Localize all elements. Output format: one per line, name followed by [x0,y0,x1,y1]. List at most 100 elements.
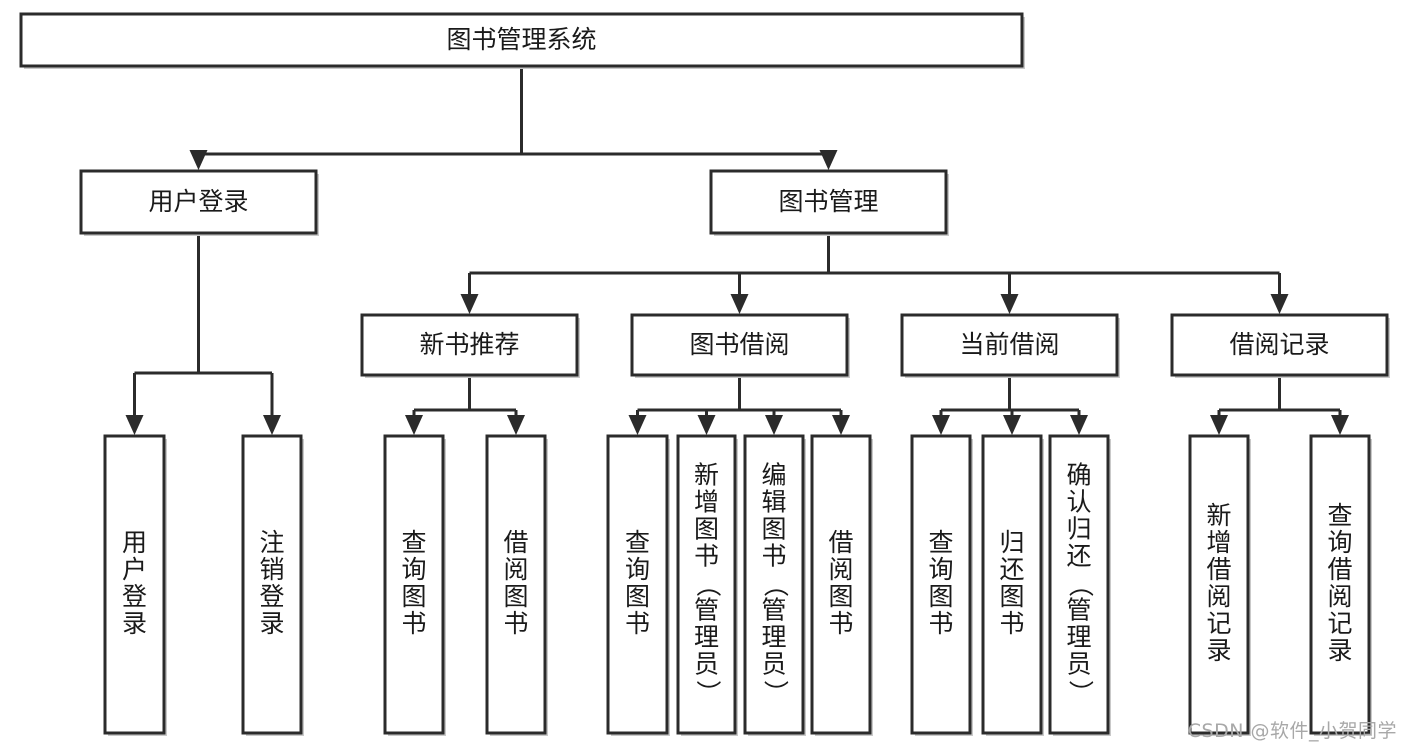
node-label-char: 登 [122,582,147,611]
node-user-login[interactable]: 用户登录 [79,169,319,236]
node-label-char: 注 [259,528,284,557]
node-label-char: 确 [1066,461,1091,490]
node-label-char: 增 [694,488,719,517]
node-label-char: 管 [761,596,786,625]
node-box-leaf-query-book-cur[interactable] [910,434,972,735]
node-label-char: 书 [999,609,1024,638]
node-leaf-user-login[interactable]: 用户登录 [103,434,167,736]
edge-arrowhead [189,150,208,170]
edge-arrowhead [697,415,716,435]
edge-arrowhead [1210,415,1228,435]
node-label-char: 借 [503,528,528,557]
edge-arrowhead [1003,415,1021,435]
node-label-char: 还 [999,555,1024,584]
node-label-book-borrow: 图书借阅 [689,330,789,359]
edge-arrowhead [832,415,850,435]
node-label-char: 借 [1327,555,1352,584]
node-box-borrow-record[interactable] [1170,313,1389,377]
node-label-new-book-rec: 新书推荐 [419,330,519,359]
node-box-leaf-edit-book[interactable] [743,434,805,735]
node-box-leaf-confirm-return[interactable] [1048,434,1110,735]
node-current-borrow[interactable]: 当前借阅 [900,313,1120,378]
node-box-leaf-borrow-book[interactable] [810,434,872,735]
edge-group-borrow-record [1210,375,1349,435]
node-label-char: 图 [694,515,719,544]
node-label-char: 员 [1066,650,1091,679]
node-box-leaf-query-book-rec[interactable] [383,434,445,735]
node-box-leaf-query-borrow-rec[interactable] [1309,434,1371,735]
node-box-book-borrow[interactable] [630,313,849,377]
edge-arrowhead [405,415,423,435]
node-book-borrow[interactable]: 图书借阅 [630,313,850,378]
edge-arrowhead [628,415,647,435]
node-label-char: 询 [928,555,953,584]
node-label-current-borrow: 当前借阅 [959,330,1059,359]
node-label-char: 新 [1206,501,1231,530]
node-label-char: 辑 [761,488,786,517]
node-box-leaf-borrow-book-rec[interactable] [485,434,547,735]
node-box-current-borrow[interactable] [900,313,1119,377]
node-label-char: 记 [1327,609,1352,638]
node-borrow-record[interactable]: 借阅记录 [1170,313,1390,378]
edge-arrowhead [730,294,749,314]
node-label-char: 查 [401,528,426,557]
node-box-leaf-add-book[interactable] [676,434,737,735]
node-new-book-rec[interactable]: 新书推荐 [360,313,580,378]
node-root[interactable]: 图书管理系统 [19,12,1025,69]
node-book-manage[interactable]: 图书管理 [709,169,949,236]
node-label-char: （ [761,572,790,597]
node-box-leaf-user-logout[interactable] [241,434,303,735]
node-box-book-manage[interactable] [709,169,948,235]
node-label-char: 图 [999,582,1024,611]
node-label-char: 图 [625,582,650,611]
node-label-char: 归 [999,528,1024,557]
node-label-char: 归 [1066,515,1091,544]
edge-group-user-login [125,233,281,435]
edge-arrowhead [1270,294,1289,314]
node-label-char: 书 [761,542,786,571]
node-label-char: 询 [625,555,650,584]
node-box-user-login[interactable] [79,169,318,235]
node-label-char: 员 [761,650,786,679]
node-box-leaf-return-book[interactable] [981,434,1043,735]
node-label-char: 图 [503,582,528,611]
node-label-char: 认 [1066,488,1091,517]
node-box-leaf-user-login[interactable] [103,434,166,735]
edge-arrowhead [765,415,783,435]
node-box-new-book-rec[interactable] [360,313,579,377]
node-label-char: 阅 [1206,582,1231,611]
node-label-char: 阅 [1327,582,1352,611]
node-label-char: 登 [259,582,284,611]
node-label-char: 编 [761,461,786,490]
node-box-leaf-add-borrow-rec[interactable] [1188,434,1250,735]
nodes-layer: 图书管理系统用户登录图书管理新书推荐图书借阅当前借阅借阅记录用户登录注销登录查询… [19,12,1390,736]
node-box-root[interactable] [19,12,1024,68]
node-label-user-login: 用户登录 [148,187,248,216]
node-label-char: 管 [1066,596,1091,625]
edge-arrowhead [1070,415,1088,435]
node-label-char: 书 [401,609,426,638]
edge-group-current-borrow [932,375,1088,435]
edge-arrowhead [1000,294,1019,314]
node-label-char: ） [761,680,790,705]
node-label-char: （ [694,572,723,597]
node-label-borrow-record: 借阅记录 [1229,330,1329,359]
node-label-char: 记 [1206,609,1231,638]
edge-group-book-manage [460,233,1289,314]
node-label-char: 图 [401,582,426,611]
node-box-leaf-query-book-borrow[interactable] [606,434,669,735]
edges-layer [125,66,1349,435]
